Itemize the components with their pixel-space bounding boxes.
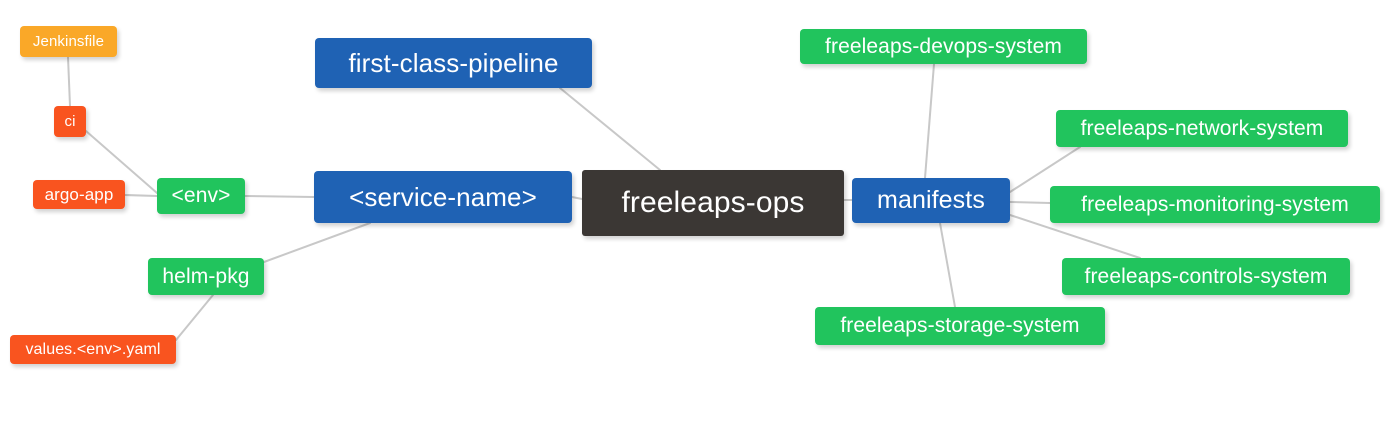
node-helm-pkg[interactable]: helm-pkg: [148, 258, 264, 295]
node-freeleaps-ops[interactable]: freeleaps-ops: [582, 170, 844, 236]
node-first-class-pipeline[interactable]: first-class-pipeline: [315, 38, 592, 88]
edge-first-class-pipeline-to-freeleaps-ops: [559, 87, 661, 171]
edge-env-to-service-name: [244, 195, 315, 198]
node-argo-app[interactable]: argo-app: [33, 180, 125, 209]
node-env[interactable]: <env>: [157, 178, 245, 214]
edge-manifests-to-freeleaps-devops-system: [924, 63, 935, 179]
node-ci[interactable]: ci: [54, 106, 86, 137]
node-freeleaps-devops-system[interactable]: freeleaps-devops-system: [800, 29, 1087, 64]
node-values-yaml[interactable]: values.<env>.yaml: [10, 335, 176, 364]
node-jenkinsfile[interactable]: Jenkinsfile: [20, 26, 117, 57]
node-freeleaps-storage-system[interactable]: freeleaps-storage-system: [815, 307, 1105, 345]
node-freeleaps-network-system[interactable]: freeleaps-network-system: [1056, 110, 1348, 147]
edge-jenkinsfile-to-ci: [67, 56, 71, 107]
node-freeleaps-monitoring-system[interactable]: freeleaps-monitoring-system: [1050, 186, 1380, 223]
edge-service-name-to-freeleaps-ops: [571, 196, 583, 200]
edge-manifests-to-freeleaps-monitoring-system: [1009, 201, 1051, 204]
node-service-name[interactable]: <service-name>: [314, 171, 572, 223]
edge-helm-pkg-to-service-name: [263, 222, 371, 263]
edge-argo-app-to-env: [124, 194, 158, 197]
node-freeleaps-controls-system[interactable]: freeleaps-controls-system: [1062, 258, 1350, 295]
edge-manifests-to-freeleaps-storage-system: [939, 222, 956, 308]
edge-values-yaml-to-helm-pkg: [175, 294, 214, 341]
node-manifests[interactable]: manifests: [852, 178, 1010, 223]
